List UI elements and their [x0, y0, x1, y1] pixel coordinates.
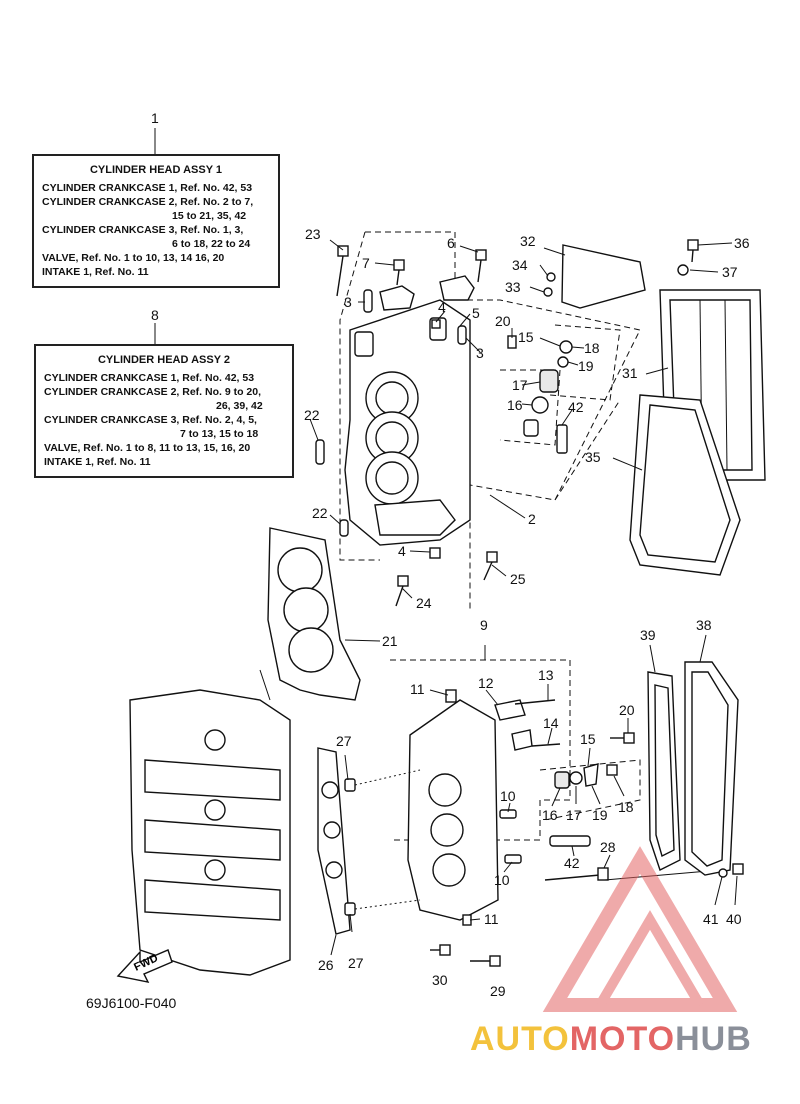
- callout-9: 9: [480, 617, 488, 633]
- callout-5: 5: [472, 305, 480, 321]
- callout-19a: 19: [578, 358, 594, 374]
- callout-23: 23: [305, 226, 321, 242]
- crankcase-block: [129, 669, 291, 976]
- callout-39: 39: [640, 627, 656, 643]
- callout-38: 38: [696, 617, 712, 633]
- box1-ref-number: 1: [151, 110, 159, 126]
- callout-20a: 20: [495, 313, 511, 329]
- callout-24: 24: [416, 595, 432, 611]
- callout-4a: 4: [438, 299, 446, 315]
- box2-title: CYLINDER HEAD ASSY 2: [97, 354, 231, 366]
- callout-36: 36: [734, 235, 750, 251]
- callout-13: 13: [538, 667, 554, 683]
- callout-22b: 22: [312, 505, 328, 521]
- cylinder-head-2: [344, 659, 721, 967]
- box2-ref-number: 8: [151, 307, 159, 323]
- box2-line: INTAKE 1, Ref. No. 11: [44, 456, 151, 468]
- box2-line: VALVE, Ref. No. 1 to 8, 11 to 13, 15, 16…: [44, 442, 251, 454]
- cylinder-head-1: [315, 231, 641, 610]
- callout-42a: 42: [568, 399, 584, 415]
- callout-14: 14: [543, 715, 559, 731]
- callout-21: 21: [382, 633, 398, 649]
- watermark-part-1: AUTO: [470, 1020, 570, 1058]
- fwd-arrow-icon: [116, 949, 173, 983]
- callout-35: 35: [585, 449, 601, 465]
- callout-19b: 19: [592, 807, 608, 823]
- callout-17b: 17: [566, 807, 582, 823]
- box1-title: CYLINDER HEAD ASSY 1: [89, 164, 223, 176]
- box2-line: CYLINDER CRANKCASE 3, Ref. No. 2, 4, 5,: [44, 414, 257, 426]
- callout-6: 6: [447, 235, 455, 251]
- watermark-part-2: MOTO: [569, 1020, 676, 1058]
- callout-16b: 16: [542, 807, 558, 823]
- callout-27a: 27: [336, 733, 352, 749]
- callout-3a: 3: [344, 294, 352, 310]
- box1-line: VALVE, Ref. No. 1 to 10, 13, 14 16, 20: [42, 252, 225, 264]
- watermark-part-3: HUB: [675, 1020, 752, 1058]
- watermark-logo: [542, 846, 738, 1012]
- callout-20b: 20: [619, 702, 635, 718]
- box1-line: CYLINDER CRANKCASE 3, Ref. No. 1, 3,: [42, 224, 244, 236]
- box2-line: CYLINDER CRANKCASE 2, Ref. No. 9 to 20,: [44, 386, 262, 398]
- box1-line: 6 to 18, 22 to 24: [172, 238, 251, 250]
- callout-4b: 4: [398, 543, 406, 559]
- callout-32: 32: [520, 233, 536, 249]
- callout-11b: 11: [484, 911, 499, 927]
- callout-15a: 15: [518, 329, 534, 345]
- box1-line: CYLINDER CRANKCASE 1, Ref. No. 42, 53: [42, 182, 253, 194]
- box1-line: INTAKE 1, Ref. No. 11: [42, 266, 149, 278]
- callout-37: 37: [722, 264, 738, 280]
- callout-7: 7: [362, 255, 370, 271]
- box2-line: CYLINDER CRANKCASE 1, Ref. No. 42, 53: [44, 372, 255, 384]
- callout-26: 26: [318, 957, 334, 973]
- valve-parts-group-2: [539, 732, 641, 821]
- callout-17a: 17: [512, 377, 528, 393]
- callout-41: 41: [703, 911, 719, 927]
- box2-line: 26, 39, 42: [216, 400, 263, 412]
- callout-42b: 42: [564, 855, 580, 871]
- head-cover-upper: [543, 239, 766, 576]
- cylinder-head-assy-1-box: CYLINDER HEAD ASSY 1 CYLINDER CRANKCASE …: [32, 154, 280, 288]
- watermark-text: AUTOMOTOHUB: [470, 1020, 752, 1059]
- callout-40: 40: [726, 911, 742, 927]
- drawing-code: 69J6100-F040: [86, 995, 177, 1011]
- cylinder-head-assy-2-box: CYLINDER HEAD ASSY 2 CYLINDER CRANKCASE …: [34, 344, 294, 478]
- callout-12: 12: [478, 675, 494, 691]
- callout-18a: 18: [584, 340, 600, 356]
- head-cover-lower: [647, 661, 744, 878]
- callout-29: 29: [490, 983, 506, 999]
- callout-18b: 18: [618, 799, 634, 815]
- callout-25: 25: [510, 571, 526, 587]
- callout-15b: 15: [580, 731, 596, 747]
- callout-10b: 10: [494, 872, 510, 888]
- box1-line: 15 to 21, 35, 42: [172, 210, 247, 222]
- box1-line: CYLINDER CRANKCASE 2, Ref. No. 2 to 7,: [42, 196, 254, 208]
- callout-3b: 3: [476, 345, 484, 361]
- head-gasket-26: [317, 747, 351, 935]
- callout-2: 2: [528, 511, 536, 527]
- callout-16a: 16: [507, 397, 523, 413]
- callout-27b: 27: [348, 955, 364, 971]
- callout-11a: 11: [410, 681, 425, 697]
- callout-28: 28: [600, 839, 616, 855]
- callout-31: 31: [622, 365, 638, 381]
- callout-33: 33: [505, 279, 521, 295]
- callout-34: 34: [512, 257, 528, 273]
- callout-30: 30: [432, 972, 448, 988]
- callout-10a: 10: [500, 788, 516, 804]
- box2-line: 7 to 13, 15 to 18: [180, 428, 259, 440]
- callout-22a: 22: [304, 407, 320, 423]
- head-gasket-21: [267, 527, 361, 701]
